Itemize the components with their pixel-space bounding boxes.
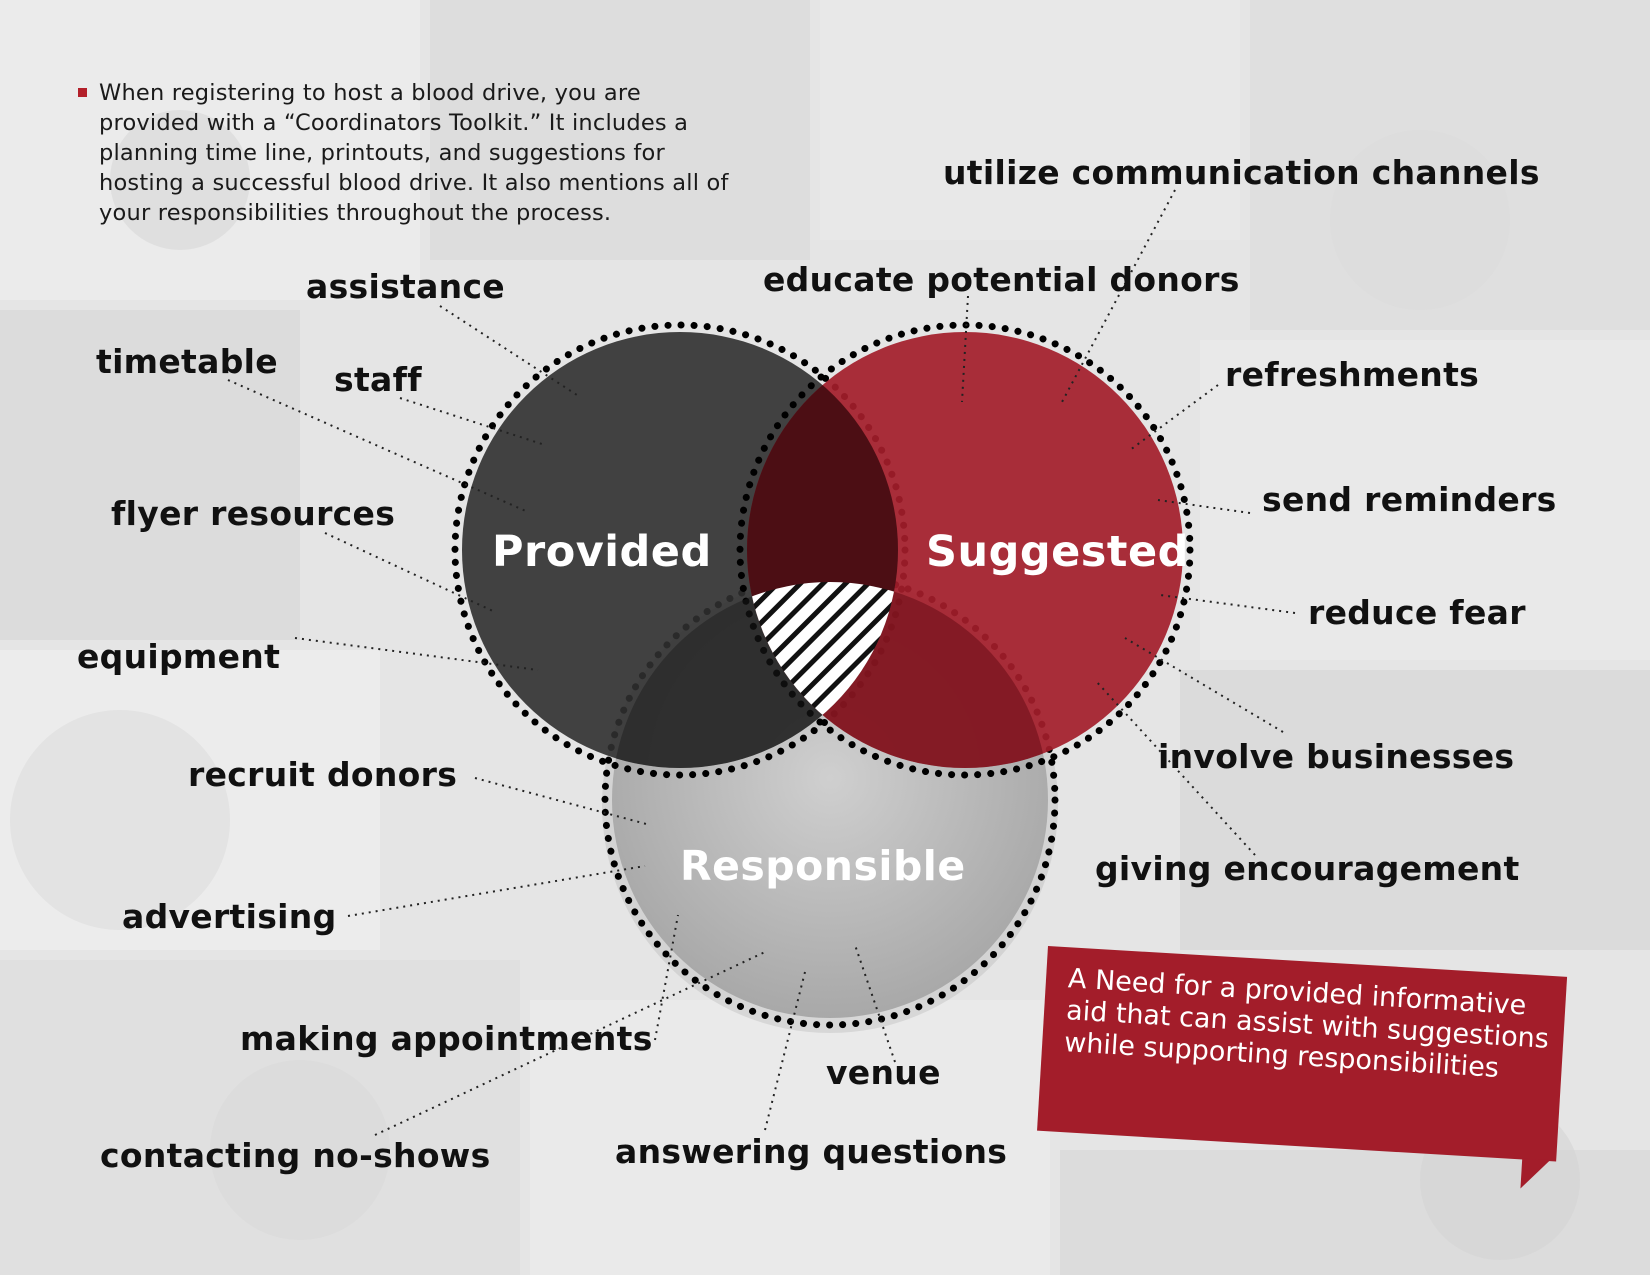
suggested-responsible-overlap (747, 582, 1048, 768)
responsible-title: Responsible (680, 842, 966, 890)
intro-paragraph: When registering to host a blood drive, … (78, 78, 738, 228)
leader-lines (227, 189, 1296, 1136)
label-reduce-fear: reduce fear (1308, 593, 1526, 632)
suggested-title: Suggested (926, 527, 1189, 577)
callout-box: A Need for a provided informative aid th… (1037, 946, 1568, 1191)
label-giving-encouragement: giving encouragement (1095, 849, 1520, 888)
label-venue: venue (826, 1053, 941, 1092)
label-send-reminders: send reminders (1262, 480, 1557, 519)
intro-text: When registering to host a blood drive, … (99, 80, 729, 226)
label-answering-questions: answering questions (615, 1132, 1008, 1171)
label-advertising: advertising (122, 897, 337, 936)
label-timetable: timetable (96, 342, 278, 381)
suggested-dotted-ring (736, 321, 1194, 779)
label-educate-potential-donors: educate potential donors (763, 260, 1240, 299)
provided-title: Provided (492, 527, 712, 577)
provided-responsible-overlap (612, 582, 898, 768)
label-flyer-resources: flyer resources (111, 494, 396, 533)
label-refreshments: refreshments (1225, 355, 1480, 394)
bullet-square-icon (78, 88, 87, 97)
label-recruit-donors: recruit donors (188, 755, 458, 794)
label-contacting-no-shows: contacting no-shows (100, 1136, 491, 1175)
label-assistance: assistance (306, 267, 505, 306)
label-utilize-communication-channels: utilize communication channels (943, 153, 1540, 192)
label-staff: staff (334, 360, 422, 399)
label-making-appointments: making appointments (240, 1019, 653, 1058)
label-equipment: equipment (77, 637, 281, 676)
callout-tail (1520, 1158, 1551, 1191)
label-involve-businesses: involve businesses (1158, 737, 1515, 776)
